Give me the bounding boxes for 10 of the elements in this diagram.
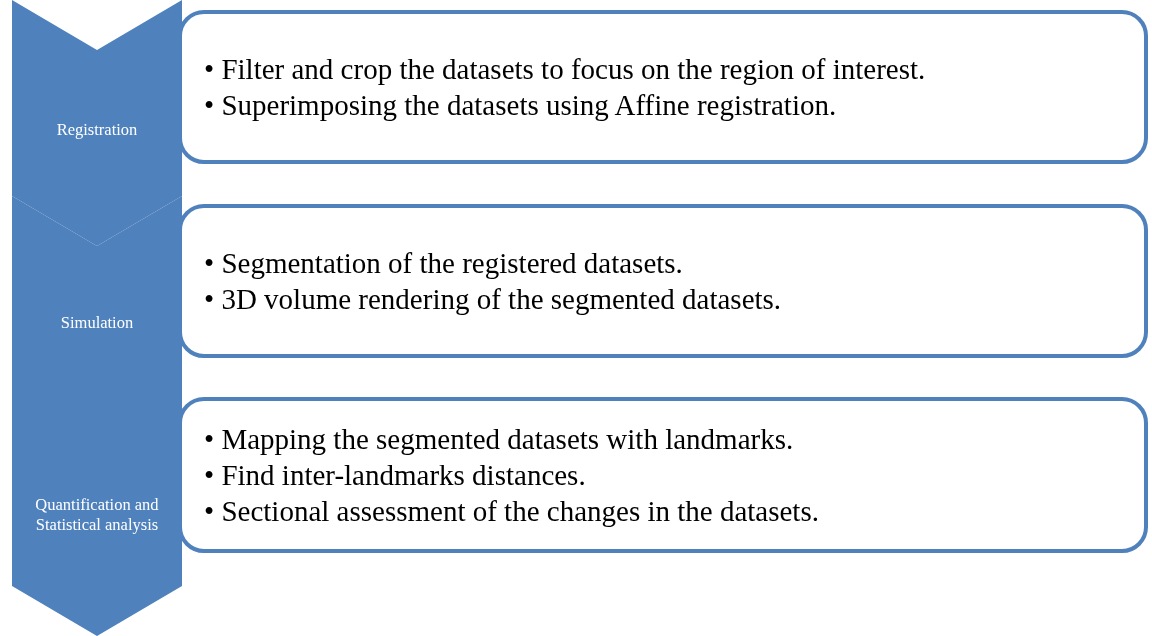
bullet-text: • Find inter-landmarks distances.: [204, 458, 587, 493]
bullet-text: • Sectional assessment of the changes in the datasets.: [204, 494, 820, 529]
bullet-text: • Mapping the segmented datasets with landmarks.: [204, 422, 795, 457]
bullet-text: • Segmentation of the registered datasets.: [204, 246, 684, 281]
bullet-text: • Superimposing the datasets using Affine registration.: [204, 88, 838, 123]
step-label: Quantification and Statistical analysis: [34, 495, 160, 535]
bullet-text: • 3D volume rendering of the segmented datasets.: [204, 282, 783, 317]
bullet-text: • Filter and crop the datasets to focus on the region of interest.: [204, 52, 927, 87]
step-label: Simulation: [59, 313, 135, 333]
step-label: Registration: [55, 120, 139, 140]
